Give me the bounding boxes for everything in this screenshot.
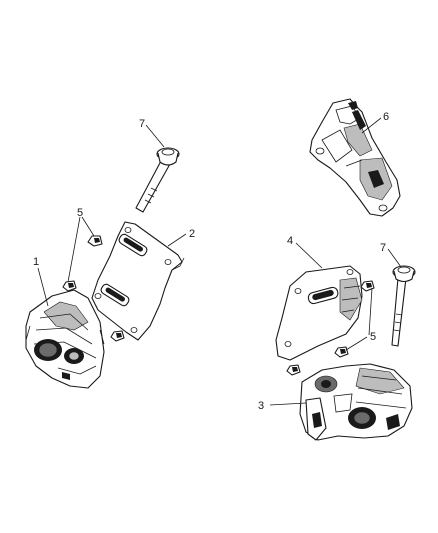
upper-bracket-part6 [309, 98, 401, 217]
mount-bracket-part2 [91, 221, 185, 341]
callout-5-right: 5 [370, 331, 376, 343]
callout-7-right: 7 [380, 242, 386, 254]
stud-nut-part5-d [360, 280, 375, 292]
callout-4: 4 [287, 235, 293, 247]
stud-nut-part5-c [110, 330, 125, 342]
engine-mount-part3 [299, 363, 413, 441]
engine-mount-part1 [25, 289, 105, 389]
through-bolt-part7-left [135, 147, 180, 213]
callout-3: 3 [258, 400, 264, 412]
leader-lines [37, 117, 402, 406]
callout-5-left: 5 [77, 207, 83, 219]
stud-nut-part5-b [62, 280, 77, 292]
callout-7-left: 7 [139, 118, 145, 130]
stud-nut-part5-a [87, 235, 103, 247]
callout-1: 1 [33, 256, 39, 268]
mount-bracket-part4 [275, 265, 363, 361]
through-bolt-part7-right [391, 265, 416, 347]
stud-nut-part5-f [286, 364, 301, 376]
stud-nut-part5-e [334, 346, 349, 358]
callout-6: 6 [383, 111, 389, 123]
callout-2: 2 [189, 228, 195, 240]
